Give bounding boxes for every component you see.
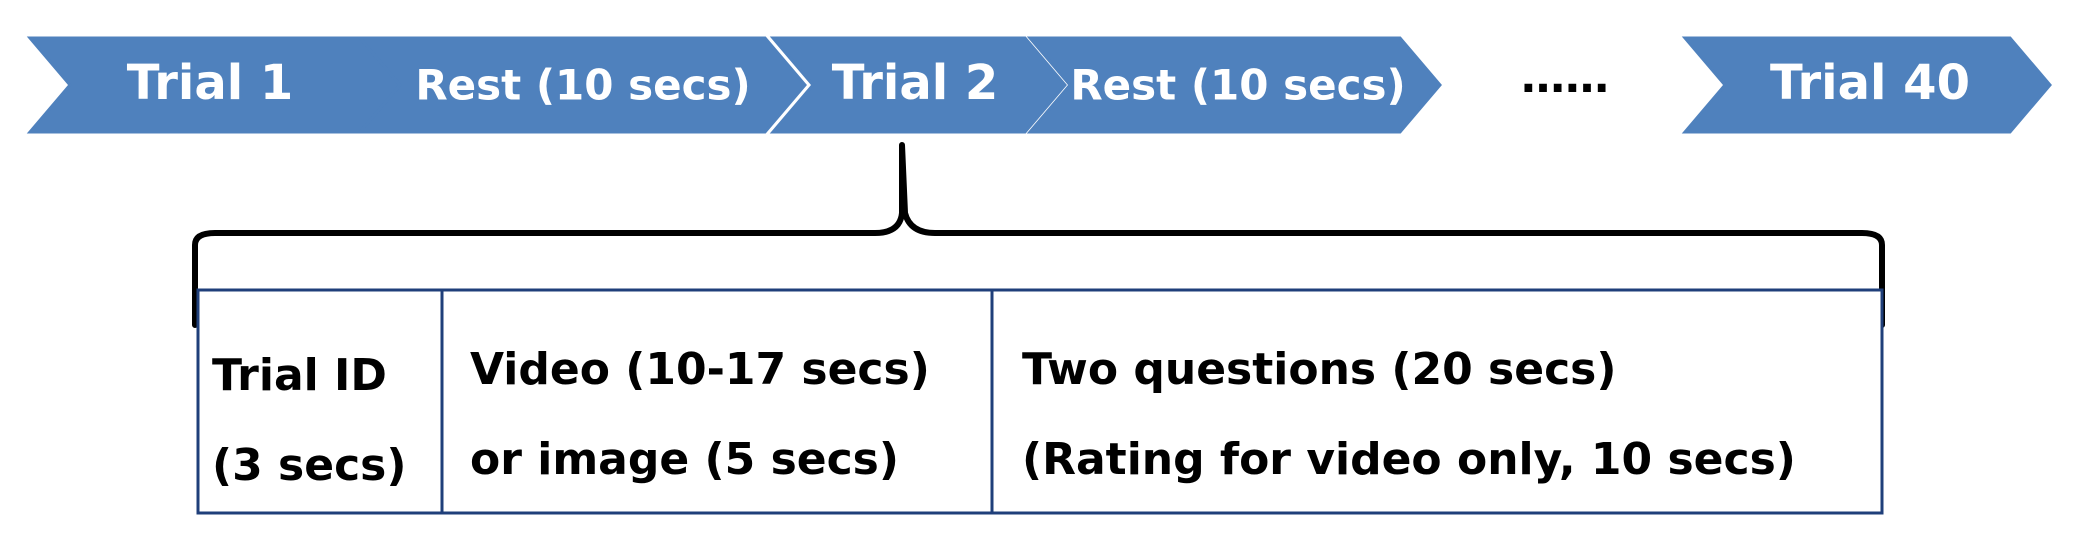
trial-id-line2: (3 secs) (212, 440, 406, 491)
stimulus-line2: or image (5 secs) (470, 434, 899, 485)
questions-line2: (Rating for video only, 10 secs) (1022, 434, 1796, 485)
chevron-trial-2 (769, 36, 1067, 134)
timeline-row: Trial 1 Rest (10 secs) Trial 2 Rest (10 … (26, 36, 2052, 134)
stimulus-line1: Video (10-17 secs) (470, 344, 930, 395)
curly-brace (192, 142, 1885, 328)
chevron-trial-40-label: Trial 40 (1770, 55, 1970, 111)
chevron-trial-2-label: Trial 2 (832, 55, 999, 111)
ellipsis-text: …… (1521, 52, 1609, 103)
chevron-rest-2 (1026, 36, 1442, 134)
chevron-rest-1-label: Rest (10 secs) (415, 61, 750, 110)
questions-line1: Two questions (20 secs) (1022, 344, 1616, 395)
trial-breakdown-table: Trial ID (3 secs) Video (10-17 secs) or … (196, 288, 1884, 515)
chevron-trial-1-label: Trial 1 (127, 55, 294, 111)
breakdown-outer-box (196, 288, 1884, 515)
trial-id-line1: Trial ID (212, 350, 387, 401)
chevron-rest-1 (356, 36, 807, 134)
chevron-trial-40 (1681, 36, 2052, 134)
chevron-rest-2-label: Rest (10 secs) (1070, 61, 1405, 110)
